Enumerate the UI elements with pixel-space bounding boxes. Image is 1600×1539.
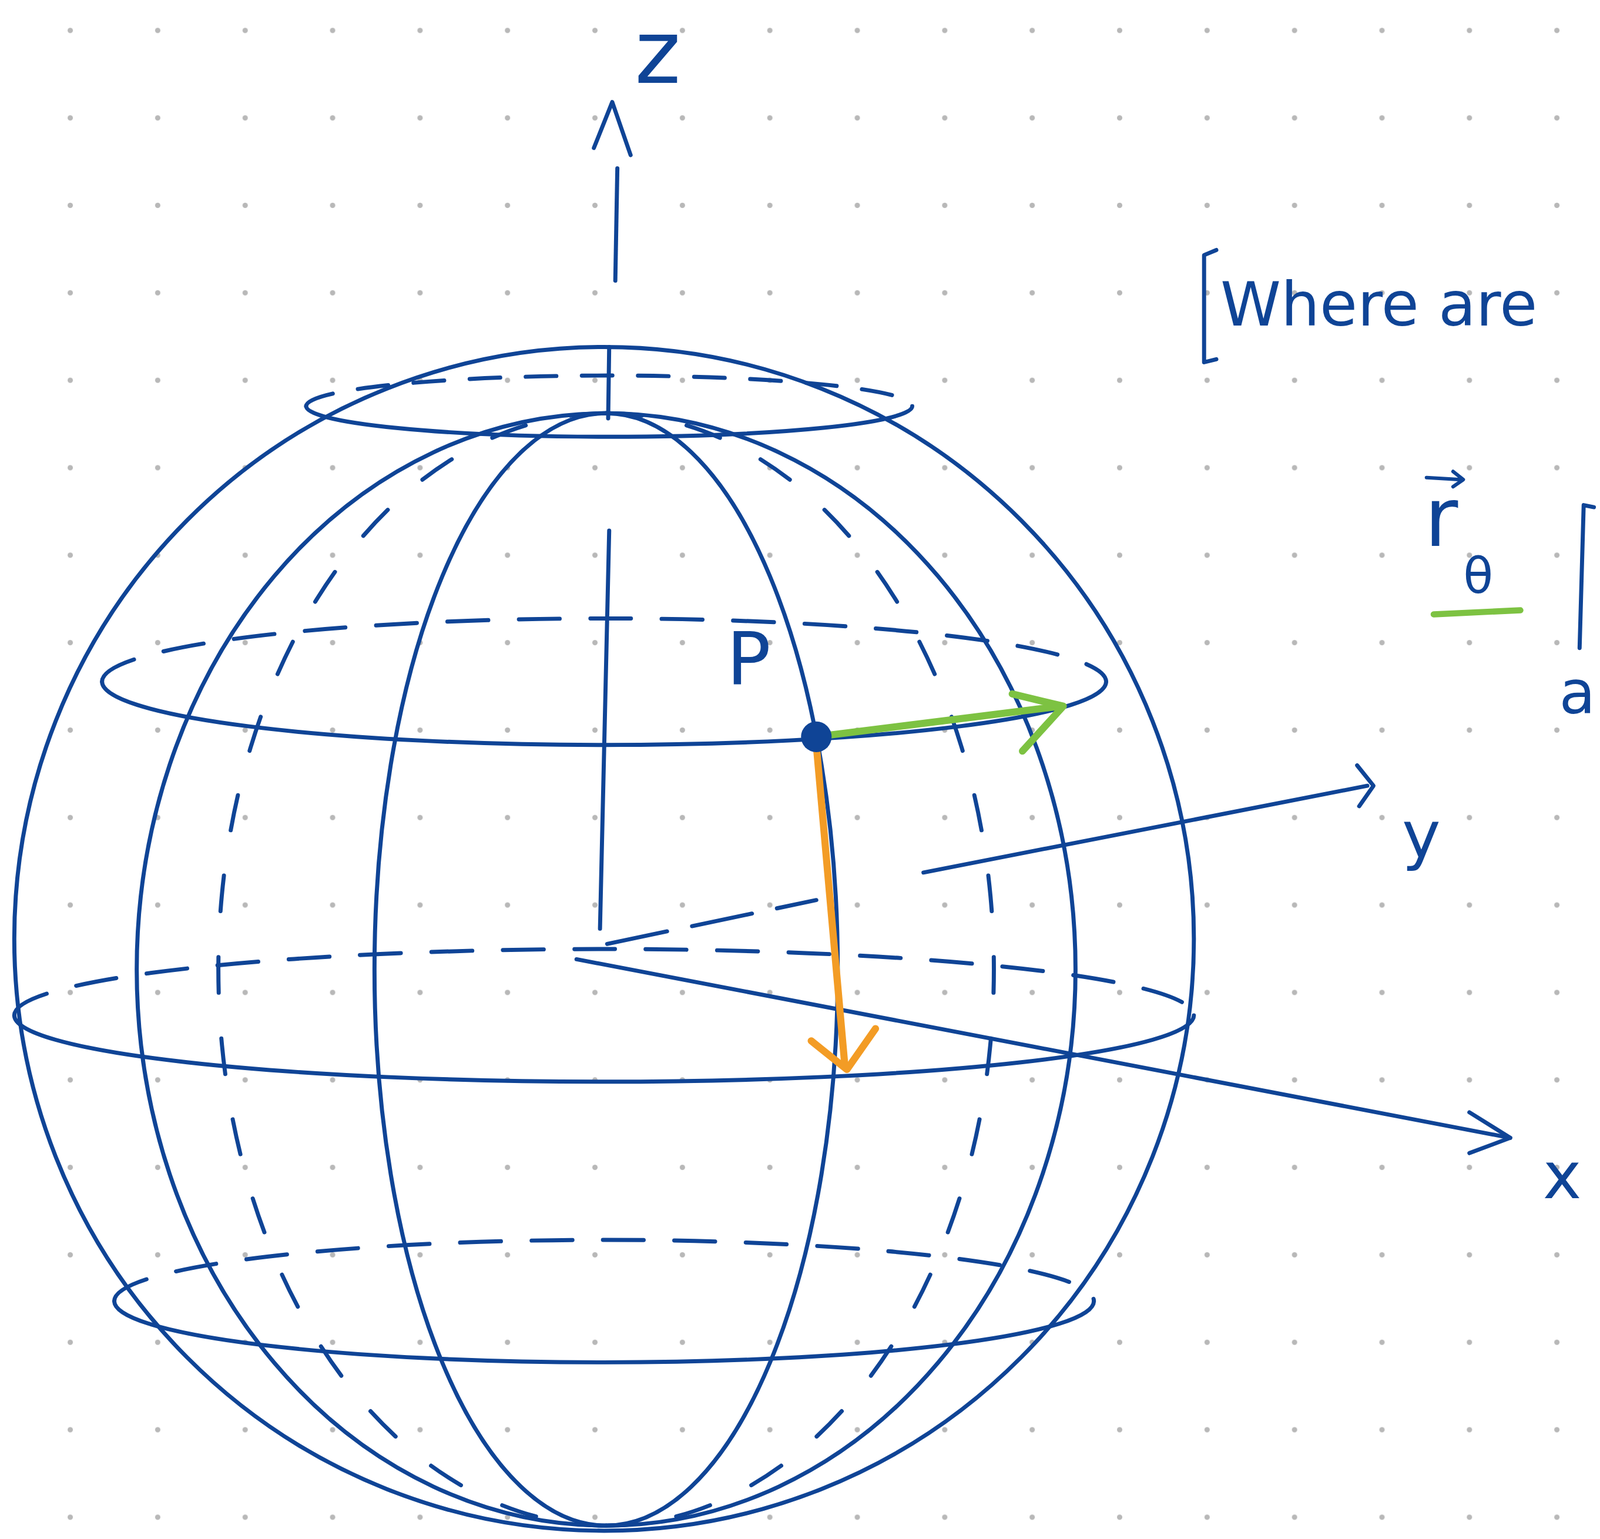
arrowhead [811,1028,876,1070]
meridian-line [606,413,838,1526]
meridian-line [374,413,606,1526]
meridian-line [136,413,607,1526]
point-p [800,721,832,753]
x-axis [576,958,1511,1138]
y-axis [923,785,1368,873]
axis-label: x [1543,1142,1582,1209]
z-axis-hidden [599,530,610,929]
r-theta-vector [816,745,845,1067]
sphere-outline [14,346,1194,1531]
bracket [1203,249,1217,362]
r-phi-vector [816,706,1062,737]
note-text: a [1559,663,1596,723]
z-arrowhead [594,102,632,156]
subscript: θ [1463,551,1494,600]
point-label: P [726,622,771,696]
z-axis [608,346,610,419]
x-arrowhead [1469,1112,1511,1153]
equator-hidden [14,948,1194,1016]
equator-line [14,1015,1194,1082]
green-underline [1433,609,1521,615]
meridian-line [606,413,1076,1526]
note-text: Where are [1220,273,1538,335]
latitude-hidden [114,1239,1095,1301]
z-axis [615,168,617,281]
meridian-hidden [606,413,995,1526]
meridian-hidden [218,413,607,1526]
y-axis-hidden [606,900,817,945]
vector-symbol: r [1424,477,1458,560]
arrowhead [1012,693,1064,751]
axis-label: y [1401,802,1441,868]
axis-label: z [634,8,681,96]
y-arrowhead [1357,765,1374,806]
bracket [1579,505,1594,649]
